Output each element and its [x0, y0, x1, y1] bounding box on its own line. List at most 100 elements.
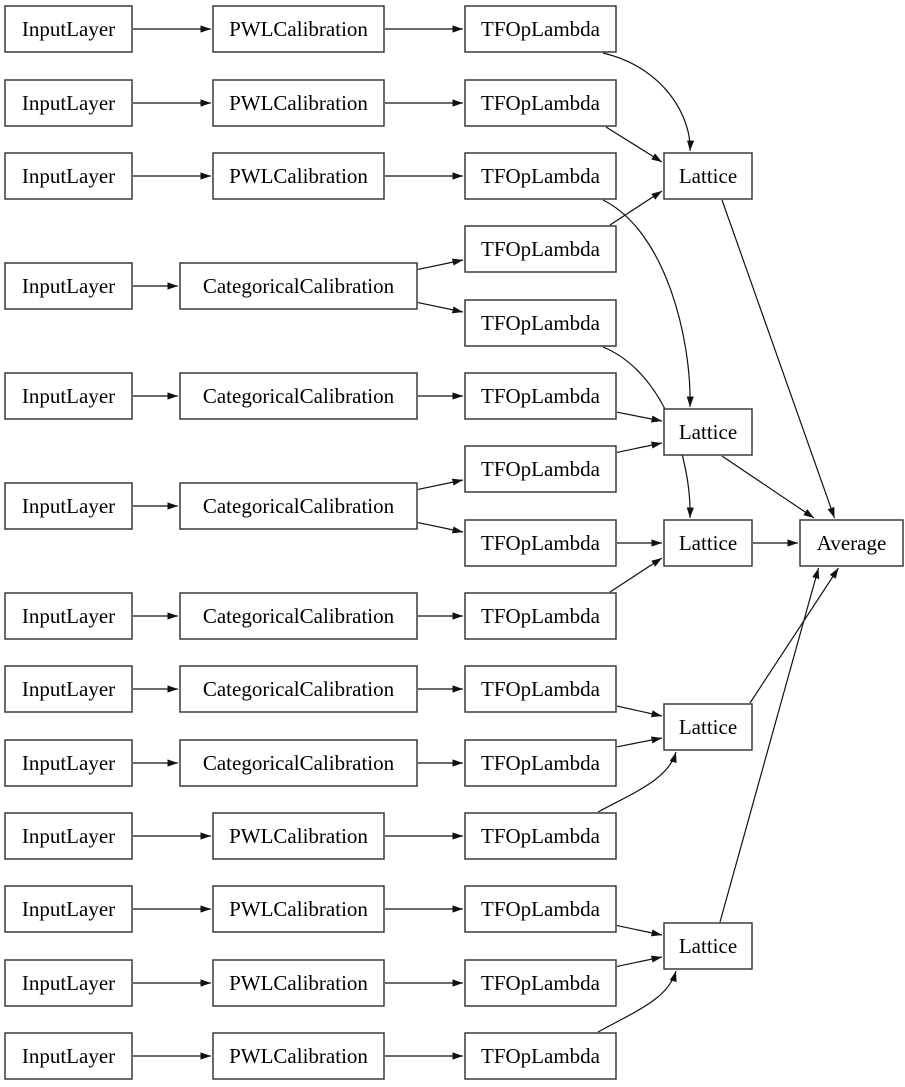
node-label-lattice-4: Lattice — [679, 715, 737, 739]
node-label-tfop-7: TFOpLambda — [481, 457, 601, 481]
node-label-tfop-5: TFOpLambda — [481, 311, 601, 335]
node-label-tfop-13: TFOpLambda — [481, 897, 601, 921]
node-box-lattice-4 — [663, 703, 753, 751]
node-label-input-5: InputLayer — [22, 384, 115, 408]
nodes-layer: InputLayerInputLayerInputLayerInputLayer… — [4, 5, 904, 1080]
node-box-lattice-1 — [663, 152, 753, 200]
edge-catcalib-4-tfop-5 — [417, 302, 464, 314]
node-label-input-12: InputLayer — [22, 971, 115, 995]
node-input-11: InputLayer — [4, 885, 133, 933]
node-pwlcalib-10: PWLCalibration — [212, 812, 385, 860]
node-box-tfop-7 — [464, 445, 617, 493]
node-box-lattice-2 — [663, 408, 753, 456]
node-label-catcalib-9: CategoricalCalibration — [203, 751, 395, 775]
node-box-lattice-5 — [663, 922, 753, 970]
edge-tfop-7-lattice-2 — [616, 441, 663, 453]
node-tfop-5: TFOpLambda — [464, 299, 617, 347]
node-box-pwlcalib-3 — [212, 152, 385, 200]
node-box-catcalib-8 — [179, 665, 418, 713]
node-label-lattice-5: Lattice — [679, 934, 737, 958]
edge-tfop-13-lattice-5 — [616, 925, 663, 937]
node-label-average: Average — [817, 531, 887, 555]
node-tfop-13: TFOpLambda — [464, 885, 617, 933]
node-label-tfop-6: TFOpLambda — [481, 384, 601, 408]
node-box-tfop-8 — [464, 519, 617, 567]
node-box-tfop-4 — [464, 225, 617, 273]
edges-layer — [133, 25, 840, 1060]
edge-tfop-4-lattice-1 — [609, 190, 663, 226]
node-input-1: InputLayer — [4, 5, 133, 53]
node-box-lattice-3 — [663, 519, 753, 567]
edge-catcalib-4-tfop-4 — [417, 258, 464, 270]
node-lattice-3: Lattice — [663, 519, 753, 567]
node-label-input-1: InputLayer — [22, 17, 115, 41]
node-label-input-2: InputLayer — [22, 91, 115, 115]
node-label-tfop-2: TFOpLambda — [481, 91, 601, 115]
node-lattice-2: Lattice — [663, 408, 753, 456]
node-catcalib-9: CategoricalCalibration — [179, 739, 418, 787]
node-label-tfop-10: TFOpLambda — [481, 677, 601, 701]
node-tfop-10: TFOpLambda — [464, 665, 617, 713]
node-box-input-1 — [4, 5, 133, 53]
node-label-tfop-3: TFOpLambda — [481, 164, 601, 188]
node-box-tfop-9 — [464, 592, 617, 640]
node-input-10: InputLayer — [4, 812, 133, 860]
node-box-tfop-12 — [464, 812, 617, 860]
node-catcalib-8: CategoricalCalibration — [179, 665, 418, 713]
node-catcalib-4: CategoricalCalibration — [179, 262, 418, 310]
node-label-input-7: InputLayer — [22, 604, 115, 628]
edge-tfop-15-lattice-5 — [597, 970, 677, 1033]
node-average: Average — [799, 519, 904, 567]
node-lattice-5: Lattice — [663, 922, 753, 970]
node-label-pwlcalib-13: PWLCalibration — [229, 1044, 368, 1068]
node-box-tfop-11 — [464, 739, 617, 787]
edge-tfop-2-lattice-1 — [605, 126, 663, 163]
node-label-pwlcalib-1: PWLCalibration — [229, 17, 368, 41]
node-box-pwlcalib-2 — [212, 79, 385, 127]
node-pwlcalib-2: PWLCalibration — [212, 79, 385, 127]
node-box-pwlcalib-1 — [212, 5, 385, 53]
edge-catcalib-6-tfop-7 — [417, 478, 464, 490]
node-label-catcalib-7: CategoricalCalibration — [203, 604, 395, 628]
node-label-catcalib-5: CategoricalCalibration — [203, 384, 395, 408]
node-label-tfop-9: TFOpLambda — [481, 604, 601, 628]
edge-catcalib-6-tfop-8 — [417, 522, 464, 534]
node-tfop-14: TFOpLambda — [464, 959, 617, 1007]
node-label-input-11: InputLayer — [22, 897, 115, 921]
node-box-tfop-15 — [464, 1032, 617, 1080]
node-pwlcalib-1: PWLCalibration — [212, 5, 385, 53]
node-label-lattice-3: Lattice — [679, 531, 737, 555]
node-lattice-4: Lattice — [663, 703, 753, 751]
node-tfop-12: TFOpLambda — [464, 812, 617, 860]
node-input-7: InputLayer — [4, 592, 133, 640]
node-label-tfop-15: TFOpLambda — [481, 1044, 601, 1068]
node-box-tfop-6 — [464, 372, 617, 420]
node-lattice-1: Lattice — [663, 152, 753, 200]
edge-tfop-10-lattice-4 — [616, 705, 663, 718]
edge-tfop-12-lattice-4 — [597, 751, 677, 813]
node-input-12: InputLayer — [4, 959, 133, 1007]
edge-tfop-1-lattice-1 — [602, 52, 695, 152]
node-tfop-15: TFOpLambda — [464, 1032, 617, 1080]
node-label-tfop-4: TFOpLambda — [481, 237, 601, 261]
node-label-tfop-1: TFOpLambda — [481, 17, 601, 41]
node-tfop-6: TFOpLambda — [464, 372, 617, 420]
node-label-tfop-11: TFOpLambda — [481, 751, 601, 775]
node-tfop-4: TFOpLambda — [464, 225, 617, 273]
edge-tfop-14-lattice-5 — [616, 955, 663, 967]
node-box-pwlcalib-10 — [212, 812, 385, 860]
node-box-input-11 — [4, 885, 133, 933]
node-label-tfop-14: TFOpLambda — [481, 971, 601, 995]
node-label-input-8: InputLayer — [22, 677, 115, 701]
node-box-input-9 — [4, 739, 133, 787]
node-tfop-7: TFOpLambda — [464, 445, 617, 493]
node-box-catcalib-7 — [179, 592, 418, 640]
node-box-input-8 — [4, 665, 133, 713]
node-box-input-2 — [4, 79, 133, 127]
node-label-input-4: InputLayer — [22, 274, 115, 298]
edge-lattice-2-average — [721, 455, 815, 519]
node-box-tfop-3 — [464, 152, 617, 200]
node-label-lattice-2: Lattice — [679, 420, 737, 444]
edge-tfop-11-lattice-4 — [616, 736, 663, 748]
